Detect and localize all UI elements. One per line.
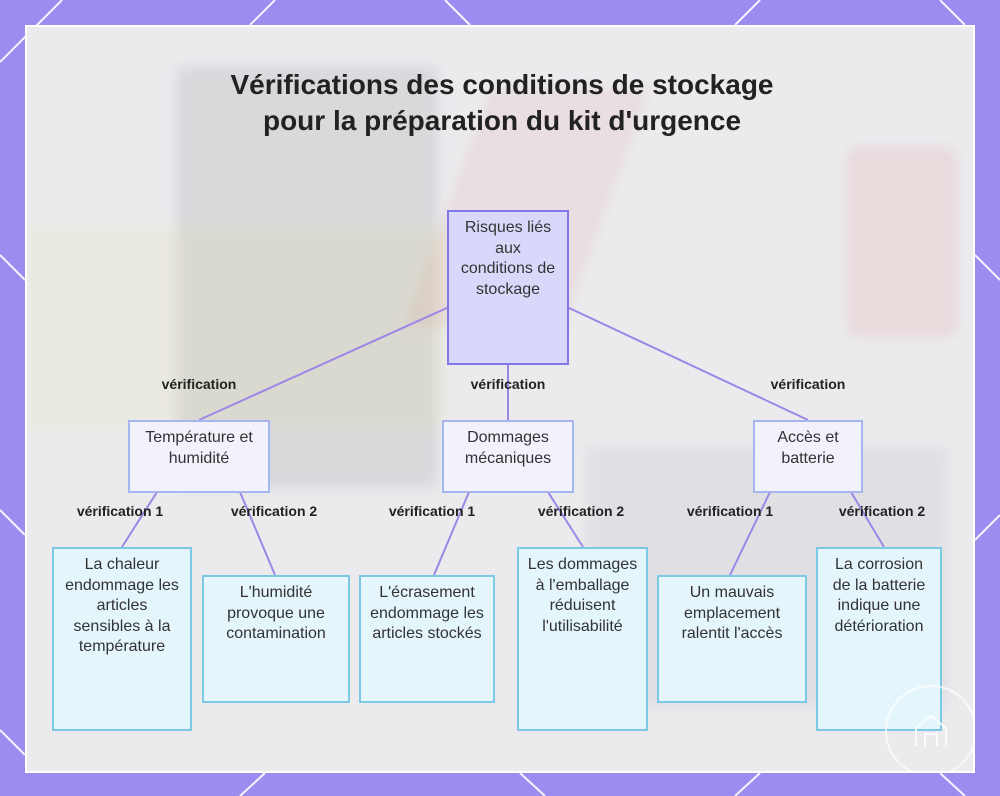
edge-cat2-leaf2 bbox=[547, 491, 584, 548]
root-node-label: Risques liés aux conditions de stockage bbox=[460, 219, 556, 298]
category-label: Accès et batterie bbox=[777, 429, 839, 467]
edge-label: vérification 1 bbox=[686, 503, 774, 519]
edge-root-cat-3 bbox=[566, 306, 809, 421]
edge-label: vérification 1 bbox=[76, 503, 164, 519]
leaf-label: La corrosion de la batterie indique une … bbox=[832, 556, 926, 635]
edge-label: vérification bbox=[770, 376, 846, 392]
category-node-temperature: Température et humidité bbox=[128, 420, 270, 493]
leaf-label: L'humidité provoque une contamination bbox=[226, 584, 326, 642]
background-photo-shape bbox=[847, 147, 957, 337]
edge-label: vérification 2 bbox=[838, 503, 926, 519]
edge-cat3-leaf1 bbox=[729, 491, 771, 576]
edge-cat1-leaf2 bbox=[239, 491, 276, 576]
diagram-edges bbox=[121, 306, 885, 576]
leaf-node-humidity: L'humidité provoque une contamination bbox=[202, 575, 350, 703]
house-logo-badge bbox=[885, 685, 973, 771]
category-node-mechanical: Dommages mécaniques bbox=[442, 420, 574, 493]
leaf-node-placement: Un mauvais emplacement ralentit l'accès bbox=[657, 575, 807, 703]
edge-label: vérification 2 bbox=[537, 503, 625, 519]
category-label: Dommages mécaniques bbox=[464, 429, 552, 467]
edge-label: vérification 2 bbox=[230, 503, 318, 519]
leaf-node-heat: La chaleur endommage les articles sensib… bbox=[52, 547, 192, 731]
leaf-label: Les dommages à l'emballage réduisent l'u… bbox=[527, 556, 638, 635]
diagram-title: Vérifications des conditions de stockage… bbox=[230, 69, 774, 136]
edge-cat2-leaf1 bbox=[433, 491, 470, 576]
edge-label: vérification bbox=[470, 376, 546, 392]
leaf-node-packaging: Les dommages à l'emballage réduisent l'u… bbox=[517, 547, 648, 731]
leaf-node-crushing: L'écrasement endommage les articles stoc… bbox=[359, 575, 495, 703]
category-node-access-battery: Accès et batterie bbox=[753, 420, 863, 493]
root-node: Risques liés aux conditions de stockage bbox=[447, 210, 569, 365]
leaf-label: Un mauvais emplacement ralentit l'accès bbox=[681, 584, 783, 642]
edge-label: vérification bbox=[161, 376, 237, 392]
edge-label: vérification 1 bbox=[388, 503, 476, 519]
edge-cat1-leaf1 bbox=[121, 491, 158, 548]
diagram-panel: Vérifications des conditions de stockage… bbox=[25, 25, 975, 773]
leaf-label: La chaleur endommage les articles sensib… bbox=[65, 556, 179, 655]
background-photo-shape bbox=[27, 227, 447, 427]
edge-root-cat-1 bbox=[198, 306, 450, 421]
leaf-label: L'écrasement endommage les articles stoc… bbox=[370, 584, 484, 642]
house-logo-icon bbox=[915, 714, 947, 746]
category-label: Température et humidité bbox=[145, 429, 253, 467]
edge-cat3-leaf2 bbox=[850, 491, 885, 548]
background-photo-shape bbox=[177, 67, 437, 487]
